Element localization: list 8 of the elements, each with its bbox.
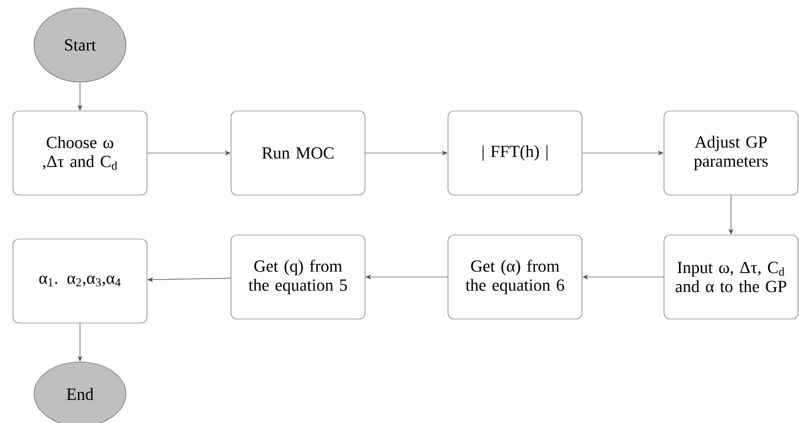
process-box: Adjust GP parameters xyxy=(664,110,798,196)
process-box: Get (q) from the equation 5 xyxy=(230,234,366,320)
process-box: α$_{1}$. α$_{2}$,α$_{3}$,α$_{4}$ xyxy=(12,238,148,324)
process-box: Choose ω ,Δτ and C$_{d}$ xyxy=(12,110,148,196)
process-box: Run MOC xyxy=(230,110,366,196)
process-box: | FFT(h) | xyxy=(448,110,582,196)
process-box: Get (α) from the equation 6 xyxy=(448,234,582,320)
process-box: Input ω, Δτ, C$_{d}$ and α to the GP xyxy=(664,234,798,320)
